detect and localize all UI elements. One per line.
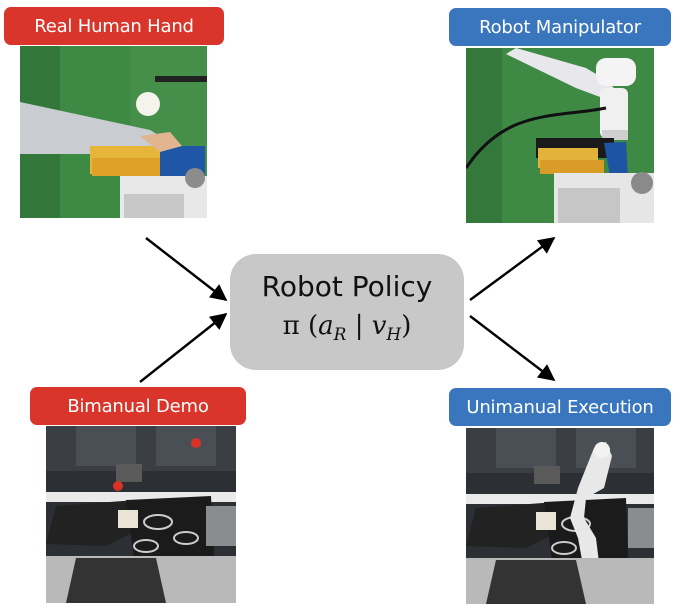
robot-policy-formula: π (aR | vH) (283, 308, 412, 353)
label-robot-manipulator: Robot Manipulator (449, 8, 671, 46)
formula-close-paren: ) (401, 311, 412, 342)
robot-policy-box: Robot Policy π (aR | vH) (230, 254, 464, 370)
formula-a-subscript: R (333, 325, 347, 346)
photo-robot-manipulator (466, 48, 654, 223)
arrow-policy-to-robot (469, 237, 556, 301)
photo-bimanual-demo (46, 426, 236, 603)
arrow-policy-to-unimanual (469, 315, 556, 382)
robot-policy-title: Robot Policy (261, 270, 433, 304)
photo-unimanual-execution (466, 428, 654, 604)
formula-v-subscript: H (386, 325, 402, 346)
formula-pi: π (282, 311, 300, 342)
formula-open-paren: ( (307, 311, 319, 342)
arrow-bimanual-to-policy (139, 312, 228, 383)
label-unimanual-execution: Unimanual Execution (449, 388, 671, 426)
label-real-human-hand: Real Human Hand (4, 7, 224, 45)
formula-v: v (371, 311, 387, 342)
label-bimanual-demo: Bimanual Demo (30, 387, 246, 425)
photo-real-human-hand (20, 46, 207, 218)
formula-bar: | (354, 311, 364, 342)
formula-a: a (318, 311, 334, 342)
arrow-human-to-policy (145, 237, 228, 302)
